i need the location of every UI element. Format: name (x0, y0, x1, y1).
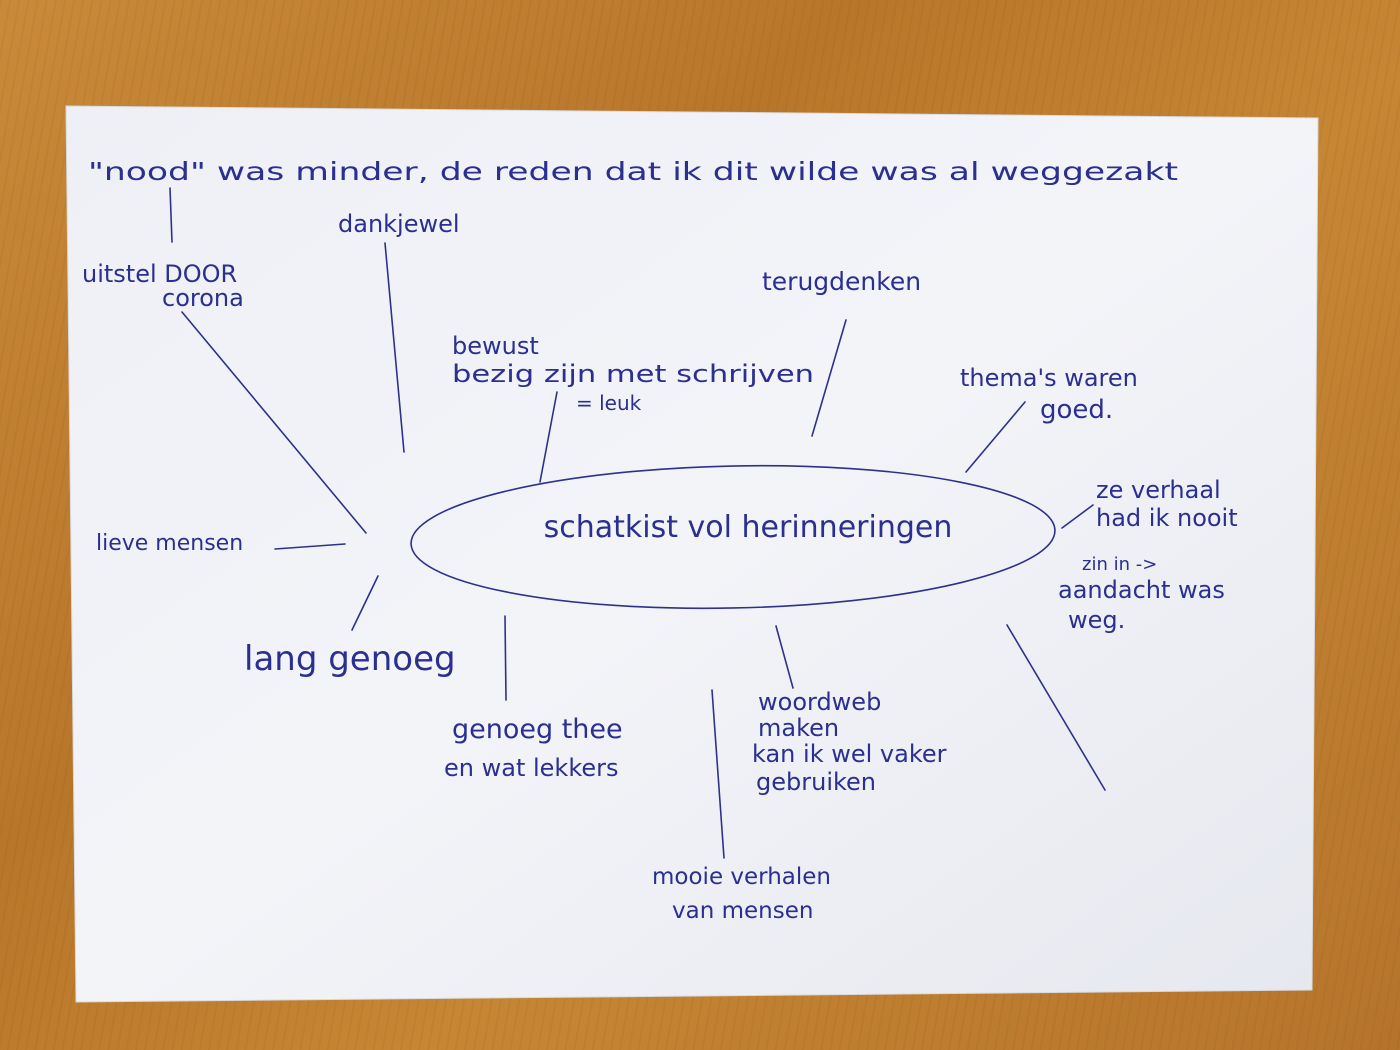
node-bewust-line3: = leuk (576, 391, 642, 415)
node-terugdenken: terugdenken (762, 267, 921, 296)
center-label: schatkist vol herinneringen (544, 510, 953, 545)
node-mooie-line1: mooie verhalen (652, 864, 831, 890)
node-woordweb-line4: gebruiken (756, 768, 876, 796)
node-uitstel-line1: uitstel DOOR (82, 260, 237, 288)
node-verhaal-line1: ze verhaal (1096, 476, 1221, 504)
node-verhaal-line5: weg. (1068, 606, 1125, 634)
node-lieve-mensen: lieve mensen (96, 531, 243, 556)
node-bewust-line2: bezig zijn met schrijven (452, 360, 814, 388)
node-themas-line1: thema's waren (960, 364, 1138, 392)
center-ellipse (410, 464, 1056, 610)
node-dankjewel: dankjewel (338, 210, 460, 238)
node-themas-line2: goed. (1040, 395, 1113, 425)
paper-sheet (65, 105, 1319, 1003)
node-woordweb-line2: maken (758, 714, 839, 742)
node-uitstel-line2: corona (162, 284, 244, 312)
connector-lines (169, 187, 1106, 859)
node-verhaal-line3: zin in -> (1082, 554, 1157, 575)
node-thee-line1: genoeg thee (452, 714, 623, 745)
node-mooie-line2: van mensen (672, 898, 813, 924)
node-thee-line2: en wat lekkers (444, 754, 619, 782)
top-note: "nood" was minder, de reden dat ik dit w… (88, 157, 1178, 186)
node-lang-genoeg: lang genoeg (244, 639, 456, 679)
node-woordweb-line3: kan ik wel vaker (752, 740, 947, 768)
node-verhaal-line2: had ik nooit (1096, 504, 1238, 532)
node-woordweb-line1: woordweb (758, 688, 881, 716)
node-bewust-line1: bewust (452, 332, 539, 360)
node-verhaal-line4: aandacht was (1058, 576, 1225, 604)
